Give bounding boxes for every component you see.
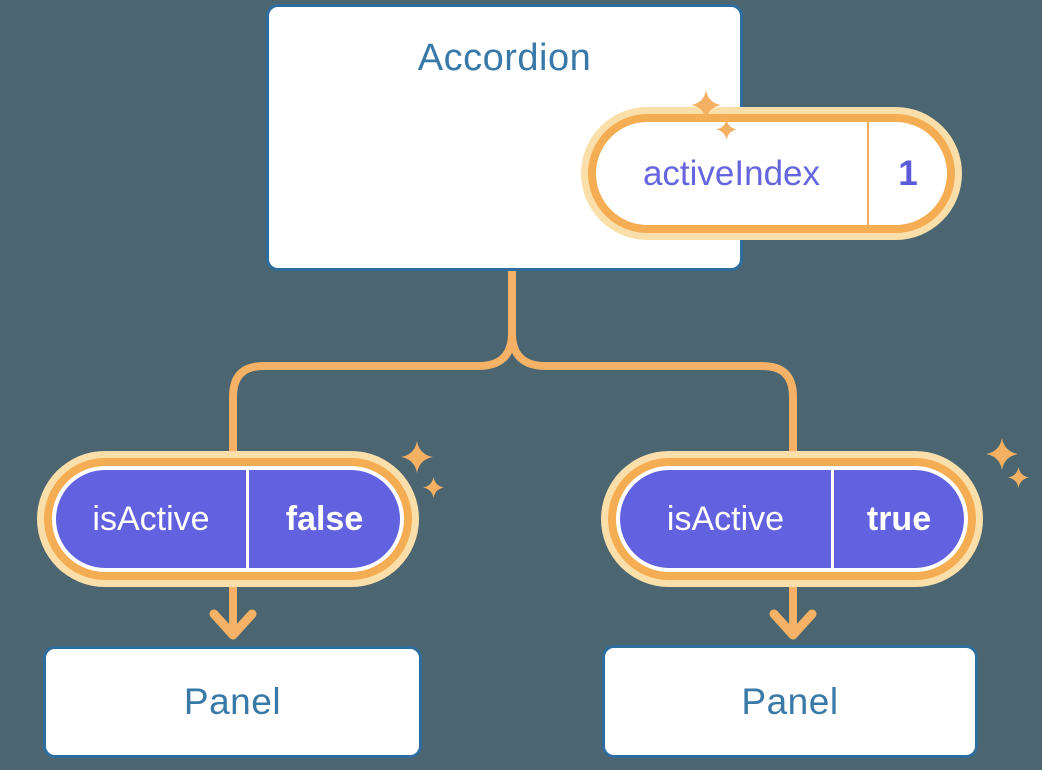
- component-title: Panel: [183, 681, 282, 722]
- accordion-component-box: Accordion activeIndex 1: [266, 4, 947, 271]
- prop-pill-label: isActive: [56, 470, 249, 568]
- state-pill-label: activeIndex: [596, 122, 869, 225]
- panel-component-box-left: Panel: [43, 646, 422, 758]
- prop-pill-value: false: [285, 499, 364, 538]
- state-pill-activeindex: activeIndex 1: [596, 122, 947, 225]
- sparkle-icon: [401, 441, 433, 473]
- component-title: Panel: [741, 680, 839, 722]
- down-arrow-icon: [209, 609, 257, 640]
- component-title: Accordion: [417, 37, 592, 79]
- state-pill-value: 1: [898, 153, 918, 193]
- prop-pill-isactive-true: isActive true: [616, 466, 968, 572]
- sparkle-icon: [716, 119, 737, 140]
- sparkle-icon: [1008, 467, 1029, 488]
- prop-pill-value: true: [866, 499, 932, 538]
- prop-pill-isactive-false: isActive false: [52, 466, 404, 572]
- sparkle-icon: [423, 477, 444, 498]
- sparkle-icon: [691, 90, 721, 120]
- prop-pill-label: isActive: [620, 470, 834, 568]
- panel-component-box-right: Panel: [602, 645, 978, 758]
- down-arrow-icon: [769, 609, 817, 640]
- sparkle-icon: [986, 438, 1018, 470]
